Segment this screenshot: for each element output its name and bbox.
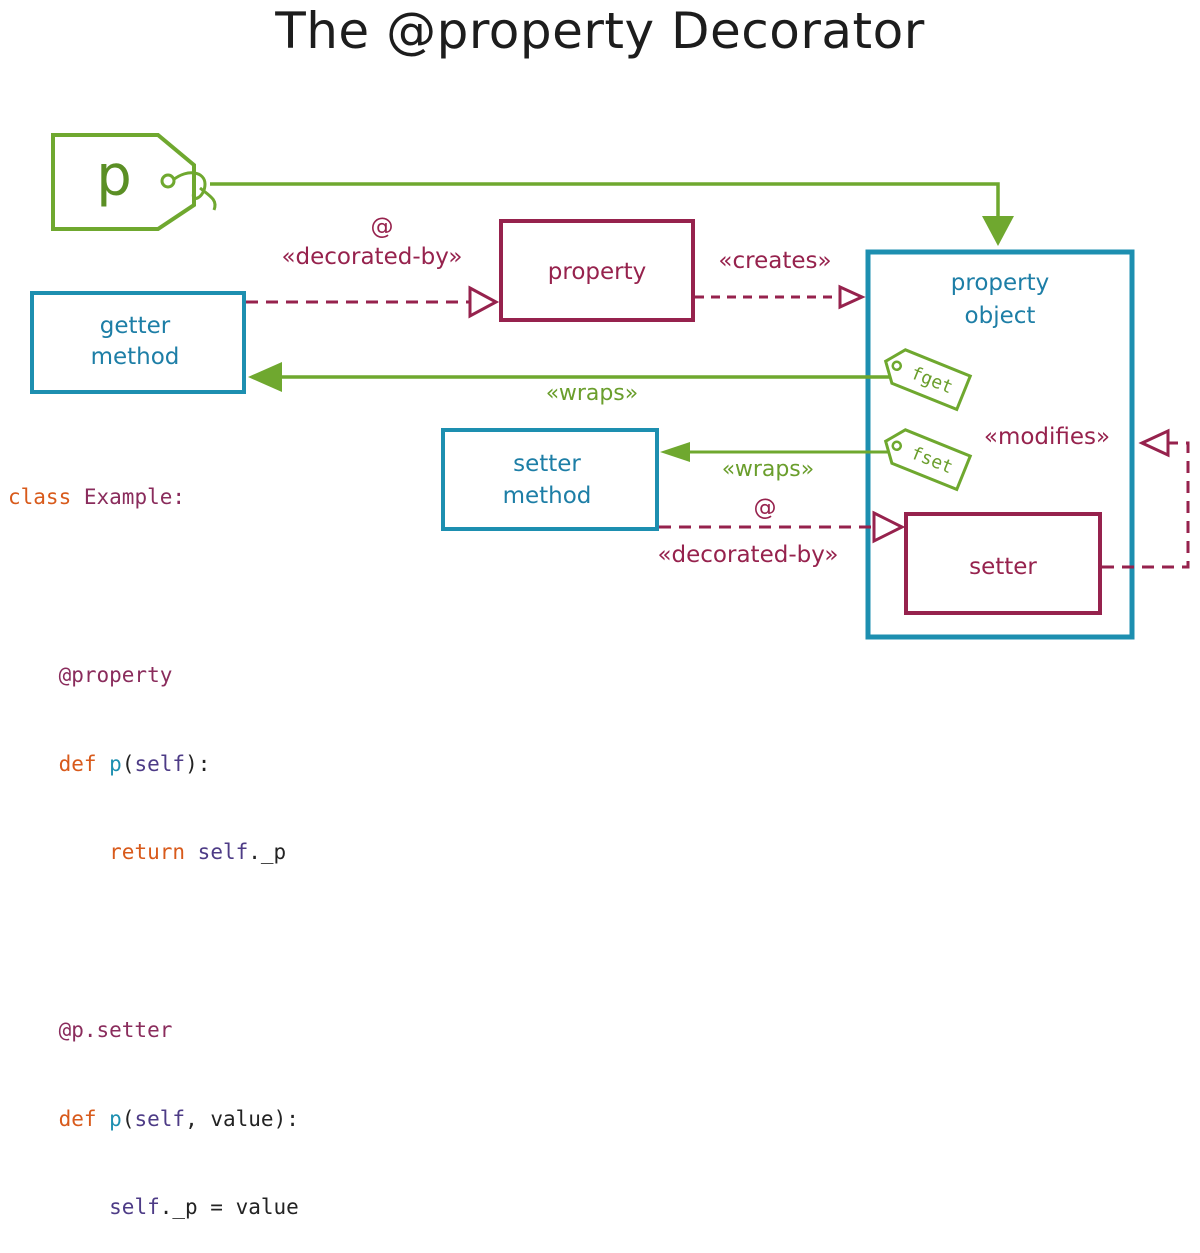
tag-fset: fset <box>883 428 973 492</box>
setter-box: setter <box>904 512 1102 615</box>
code-line-8: def p(self, value): <box>8 1105 299 1135</box>
arrow-fget-wraps-getter: «wraps» <box>248 362 898 406</box>
property-label: property <box>548 259 646 285</box>
tag-fget: fget <box>883 348 973 412</box>
code-line-4: def p(self): <box>8 750 299 780</box>
edge-label-wraps-2: «wraps» <box>722 457 814 482</box>
setter-method-label-line1: setter <box>513 451 581 477</box>
code-line-7: @p.setter <box>8 1016 299 1046</box>
edge-label-at-1: @ <box>371 214 394 240</box>
page-title: The @property Decorator <box>275 2 925 60</box>
property-object-label-line1: property <box>951 270 1049 296</box>
setter-label: setter <box>969 554 1037 580</box>
edge-label-creates: «creates» <box>718 248 831 274</box>
code-class-name: Example: <box>83 485 186 510</box>
edge-label-at-2: @ <box>754 495 777 521</box>
arrow-property-creates-object: «creates» <box>695 248 866 310</box>
code-line-2 <box>8 572 299 602</box>
code-keyword: def <box>58 751 97 776</box>
code-keyword: return <box>109 840 186 865</box>
code-decorator: @p.setter <box>58 1017 173 1042</box>
code-line-9: self._p = value <box>8 1193 299 1223</box>
code-function-name: p <box>109 1106 122 1131</box>
property-box: property <box>499 219 695 322</box>
tag-p-label: p <box>96 144 132 209</box>
code-line-5: return self._p <box>8 838 299 868</box>
setter-method-label-line2: method <box>503 483 592 509</box>
code-keyword: def <box>58 1106 97 1131</box>
code-self: self <box>109 1195 160 1220</box>
code-params: , value): <box>185 1106 299 1131</box>
code-self: self <box>134 1106 186 1131</box>
property-object-box: property object <box>865 249 1135 640</box>
arrow-setter-modifies-object: «modifies» <box>984 424 1190 569</box>
code-snippet: class Example: @property def p(self): re… <box>8 424 299 1253</box>
code-line-1: class Example: <box>8 483 299 513</box>
arrow-p-to-property-object <box>210 182 1014 246</box>
code-paren: ( <box>121 1106 135 1131</box>
code-line-3: @property <box>8 661 299 691</box>
edge-label-decorated-by-2: «decorated-by» <box>657 542 838 568</box>
code-self: self <box>197 840 249 865</box>
setter-method-box: setter method <box>441 428 659 531</box>
tag-p: p <box>51 133 217 231</box>
property-object-label-line2: object <box>965 303 1036 329</box>
getter-method-label-line2: method <box>91 344 180 370</box>
arrow-setter-method-decorated-by-setter: @ «decorated-by» <box>657 495 906 568</box>
property-decorator-diagram: p getter method property property object… <box>30 133 1190 640</box>
edge-label-decorated-by-1: «decorated-by» <box>281 244 462 270</box>
getter-method-label-line1: getter <box>100 313 171 339</box>
code-keyword: class <box>8 485 72 510</box>
arrow-getter-decorated-by-property: @ «decorated-by» <box>246 214 500 319</box>
code-line-6 <box>8 927 299 957</box>
code-function-name: p <box>109 751 122 776</box>
code-self: self <box>134 751 186 776</box>
code-decorator: @property <box>58 662 173 687</box>
code-attribute: ._p <box>248 840 287 865</box>
edge-label-wraps-1: «wraps» <box>546 381 638 406</box>
getter-method-box: getter method <box>30 291 246 394</box>
code-paren-close: ): <box>185 751 211 776</box>
code-assignment: ._p = value <box>159 1195 299 1220</box>
edge-label-modifies: «modifies» <box>984 424 1110 450</box>
arrow-fset-wraps-setter: «wraps» <box>660 442 898 482</box>
code-paren: ( <box>121 751 135 776</box>
